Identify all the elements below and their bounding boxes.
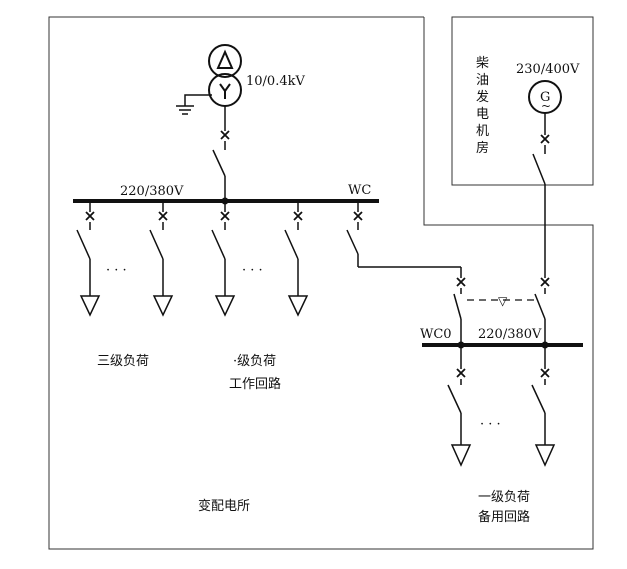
ellipsis-left: · · · [106, 263, 127, 278]
first-class-working-label-line2: 工作回路 [229, 376, 281, 392]
ground-icon [176, 94, 212, 115]
feeder-4 [284, 201, 309, 317]
generator-symbol: G [540, 90, 550, 105]
substation-label: 变配电所 [198, 498, 250, 514]
svg-text:机: 机 [476, 124, 489, 139]
substation-boundary [48, 16, 594, 550]
main-bus-voltage-label: 220/380V [120, 184, 184, 199]
first-class-standby-label-line2: 备用回路 [478, 509, 530, 525]
transformer-icon [208, 44, 242, 107]
interlock-icon: ▽ [498, 294, 508, 308]
svg-text:柴: 柴 [476, 56, 489, 71]
svg-text:发: 发 [476, 89, 489, 105]
svg-text:电: 电 [476, 107, 489, 122]
svg-text:油: 油 [476, 73, 489, 88]
generator-room-label: 柴 油 发 电 机 房 [476, 56, 489, 156]
svg-text:房: 房 [476, 140, 489, 156]
feeder-1 [76, 201, 101, 317]
tie-feeder [346, 201, 466, 345]
ellipsis-right: · · · [242, 263, 263, 278]
feeder-2 [149, 201, 174, 317]
first-class-standby-label-line1: 一级负荷 [478, 490, 530, 505]
transformer-rating-label: 10/0.4kV [246, 74, 305, 89]
generator-voltage-label: 230/400V [516, 62, 580, 77]
standby-bus-name-label: WC0 [420, 327, 452, 342]
first-class-working-label-line1: ·级负荷 [233, 354, 276, 369]
feeder-3 [211, 201, 236, 317]
main-bus-name-label: WC [348, 183, 371, 198]
standby-feeder-2 [531, 345, 556, 467]
generator-room-boundary [451, 16, 594, 186]
generator-tilde: ~ [541, 99, 551, 113]
transformer-feeder [212, 106, 230, 201]
standby-bus-voltage-label: 220/380V [478, 327, 542, 342]
generator-feeder [532, 113, 550, 345]
third-class-load-label: 三级负荷 [97, 354, 149, 369]
ellipsis-standby: · · · [480, 417, 501, 432]
standby-feeder-1 [447, 345, 472, 467]
